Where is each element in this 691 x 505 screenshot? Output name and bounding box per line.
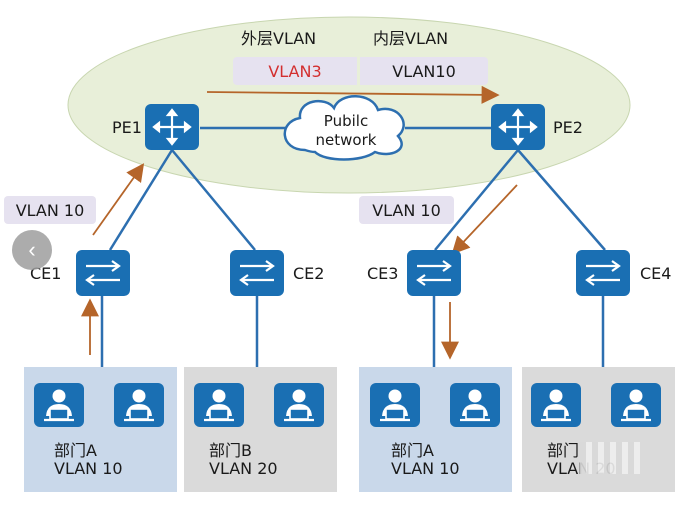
- dept-vlan-1: VLAN 10: [54, 459, 123, 478]
- cloud-label-line1: Pubilc: [323, 112, 369, 130]
- link-tag-right: VLAN 10: [359, 196, 454, 224]
- link-pe2-ce4: [517, 149, 606, 251]
- user-computer-icon: [611, 383, 661, 427]
- user-computer-icon: [194, 383, 244, 427]
- cloud-label-line2: network: [315, 131, 377, 149]
- inner-vlan-label: 内层VLAN: [373, 29, 449, 48]
- ce2-label: CE2: [293, 264, 325, 283]
- dept-name-2: 部门B: [209, 441, 252, 460]
- cloud-label: Pubilc network: [300, 112, 392, 150]
- ce4-label: CE4: [640, 264, 672, 283]
- user-computer-icon: [274, 383, 324, 427]
- inner-tag-text: VLAN10: [392, 61, 456, 81]
- back-button[interactable]: ‹: [12, 230, 52, 270]
- link-tag-left: VLAN 10: [4, 196, 96, 224]
- router-icon[interactable]: [145, 104, 199, 150]
- user-computer-icon: [531, 383, 581, 427]
- switch-icon[interactable]: [76, 250, 130, 296]
- chevron-left-icon: ‹: [28, 237, 36, 262]
- flow-arrow-pe2-down: [451, 184, 518, 255]
- user-computer-icon: [450, 383, 500, 427]
- dept-vlan-2: VLAN 20: [209, 459, 278, 478]
- link-pe1-ce1: [108, 149, 174, 251]
- user-computer-icon: [114, 383, 164, 427]
- user-computer-icon: [34, 383, 84, 427]
- outer-vlan-label: 外层VLAN: [241, 29, 317, 48]
- switch-icon[interactable]: [407, 250, 461, 296]
- pe1-label: PE1: [112, 118, 142, 137]
- switch-icon[interactable]: [230, 250, 284, 296]
- user-computer-icon: [370, 383, 420, 427]
- router-icon[interactable]: [491, 104, 545, 150]
- blurred-watermark: [580, 442, 640, 474]
- link-pe1-ce2: [171, 149, 256, 251]
- flow-arrow-ce1-up: [92, 163, 145, 236]
- outer-tag: VLAN3: [233, 57, 357, 85]
- switch-icon[interactable]: [576, 250, 630, 296]
- link-pe2-ce3: [434, 149, 519, 251]
- dept-vlan-3: VLAN 10: [391, 459, 460, 478]
- ce3-label: CE3: [367, 264, 399, 283]
- dept-name-1: 部门A: [54, 441, 97, 460]
- flow-arrow-top: [206, 85, 500, 104]
- inner-tag: VLAN10: [360, 57, 488, 85]
- pe2-label: PE2: [553, 118, 583, 137]
- outer-tag-text: VLAN3: [268, 61, 322, 81]
- cloud-icon: [283, 95, 405, 161]
- dept-name-3: 部门A: [391, 441, 434, 460]
- dept-name-4: 部门: [547, 441, 580, 460]
